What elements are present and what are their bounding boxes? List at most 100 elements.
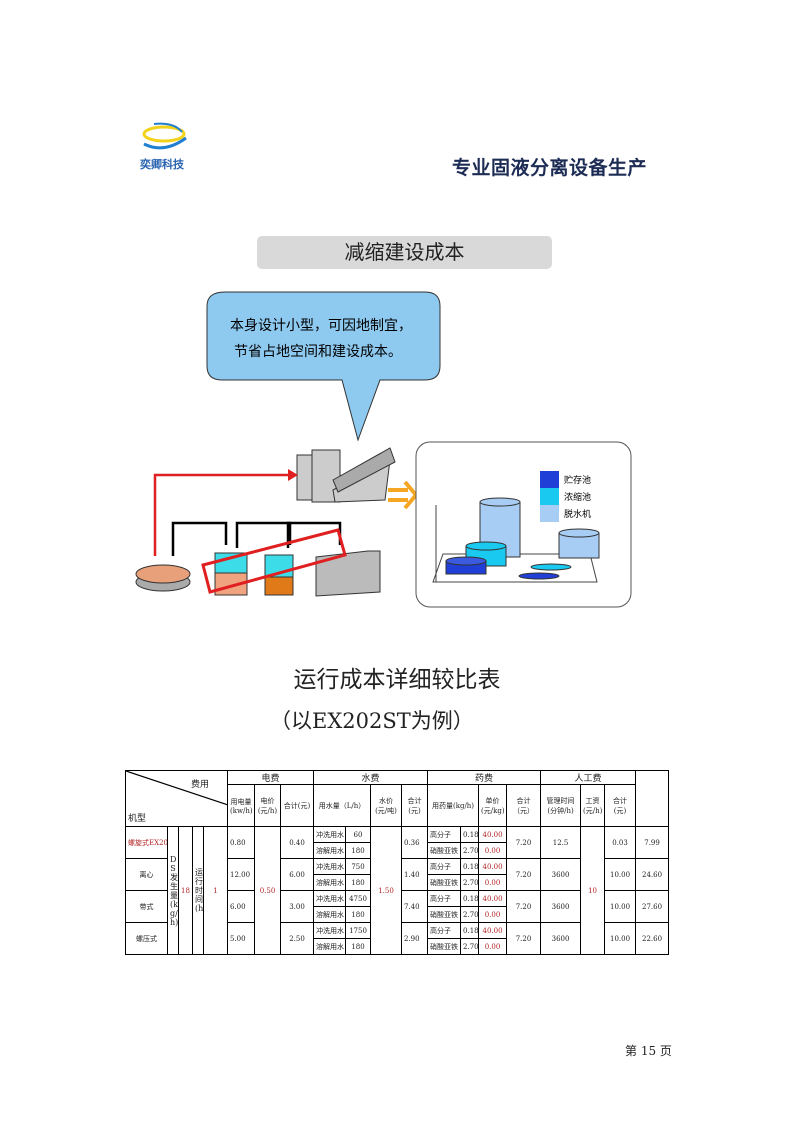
water-total: 0.36 — [400, 826, 429, 859]
legend-swatch-dewater — [540, 505, 559, 522]
company-logo-icon — [142, 122, 187, 150]
labor-total: 0.03 — [604, 826, 637, 859]
row-total: 27.60 — [635, 890, 670, 923]
chemical-amount: 2.70 — [460, 874, 480, 891]
logo-text: 奕卿科技 — [140, 158, 184, 171]
machine-name: 螺旋式EX202 — [125, 826, 168, 859]
chemical-amount: 0.18 — [460, 826, 480, 843]
power-price: 0.50 — [254, 826, 281, 955]
table-row: 螺旋式EX202DS发生量(kg/h)18运行时间(h)10.800.500.4… — [125, 826, 670, 955]
page-number: 第 15 页 — [625, 1044, 672, 1058]
ds-amount-label: DS发生量(kg/h) — [167, 826, 179, 955]
labor-total: 10.00 — [604, 858, 637, 891]
water-total: 1.40 — [400, 858, 429, 891]
chemical-name: 硝酸亚铁 — [427, 906, 462, 923]
chemical-total: 7.20 — [506, 890, 542, 923]
management-time: 3600 — [540, 858, 582, 891]
water-type: 溶解用水 — [313, 938, 346, 955]
wage: 10 — [580, 826, 606, 955]
group-header-water: 水费 — [312, 769, 429, 786]
group-header-labor: 人工费 — [540, 769, 637, 786]
runtime-value: 1 — [203, 826, 228, 955]
management-time: 12.5 — [540, 826, 582, 859]
total-header — [635, 770, 670, 827]
bubble-line-1: 本身设计小型，可因地制宜， — [230, 318, 412, 334]
power-use: 12.00 — [227, 858, 255, 891]
bubble-line-2: 节省占地空间和建设成本。 — [234, 344, 402, 360]
chemical-amount: 2.70 — [460, 938, 480, 955]
water-total: 7.40 — [400, 890, 429, 923]
water-type: 冲洗用水 — [313, 826, 346, 843]
chemical-price: 40.00 — [478, 890, 508, 907]
legend-swatch-thickener — [540, 488, 559, 505]
water-type: 冲洗用水 — [313, 890, 346, 907]
management-time: 3600 — [540, 890, 582, 923]
ds-amount-value: 18 — [178, 826, 193, 955]
chemical-amount: 0.18 — [460, 858, 480, 875]
water-amount: 4750 — [345, 890, 371, 907]
speech-bubble — [206, 291, 441, 442]
chemical-price: 0.00 — [478, 842, 508, 859]
water-amount: 750 — [345, 858, 371, 875]
chemical-price: 40.00 — [478, 858, 508, 875]
header-chem-use: 用药量(kg/h) — [427, 784, 480, 827]
header-water-price: 水价(元/吨) — [370, 784, 402, 827]
runtime-label: 运行时间(h) — [192, 826, 204, 955]
chemical-total: 7.20 — [506, 826, 542, 859]
chemical-amount: 0.18 — [460, 922, 480, 939]
water-amount: 180 — [345, 842, 371, 859]
table-corner-header: 费用机型 — [125, 770, 228, 827]
header-water-use: 用水量（L/h） — [313, 784, 371, 827]
group-header-chemical: 药费 — [427, 769, 542, 786]
chemical-price: 40.00 — [478, 826, 508, 843]
water-amount: 1750 — [345, 922, 371, 939]
header-water-total: 合计(元) — [400, 784, 429, 827]
power-use: 0.80 — [227, 826, 255, 859]
process-diagram: 本身设计小型，可因地制宜， 节省占地空间和建设成本。 — [135, 291, 632, 608]
legend-dewater: 脱水机 — [564, 508, 591, 520]
chemical-amount: 2.70 — [460, 906, 480, 923]
water-amount: 180 — [345, 874, 371, 891]
chemical-name: 高分子 — [427, 890, 462, 907]
water-amount: 180 — [345, 938, 371, 955]
chemical-price: 0.00 — [478, 906, 508, 923]
orange-arrow-icon — [388, 480, 419, 510]
management-time: 3600 — [540, 922, 582, 955]
water-amount: 60 — [345, 826, 371, 843]
header-chem-price: 单价(元/kg) — [478, 784, 508, 827]
chemical-name: 硝酸亚铁 — [427, 874, 462, 891]
chemical-price: 0.00 — [478, 938, 508, 955]
water-total: 2.90 — [400, 922, 429, 955]
water-type: 冲洗用水 — [313, 858, 346, 875]
chemical-amount: 2.70 — [460, 842, 480, 859]
red-flow-arrow — [153, 473, 290, 556]
power-total: 6.00 — [280, 858, 314, 891]
chemical-name: 高分子 — [427, 858, 462, 875]
water-type: 溶解用水 — [313, 874, 346, 891]
table-title: 运行成本详细较比表 — [293, 667, 501, 693]
chemical-name: 硝酸亚铁 — [427, 938, 462, 955]
row-total: 7.99 — [635, 826, 670, 859]
header-labor-total: 合计(元) — [604, 784, 637, 827]
header-chem-total: 合计（元） — [506, 784, 542, 827]
legend-thickener: 浓缩池 — [564, 491, 591, 503]
chemical-total: 7.20 — [506, 858, 542, 891]
machine-name: 螺压式 — [125, 922, 168, 955]
water-type: 溶解用水 — [313, 906, 346, 923]
power-total: 0.40 — [280, 826, 314, 859]
header-slogan: 专业固液分离设备生产 — [452, 157, 648, 179]
power-use: 5.00 — [227, 922, 255, 955]
labor-total: 10.00 — [604, 922, 637, 955]
chemical-name: 硝酸亚铁 — [427, 842, 462, 859]
water-type: 冲洗用水 — [313, 922, 346, 939]
row-total: 24.60 — [635, 858, 670, 891]
machine-name: 离心 — [125, 858, 168, 891]
power-use: 6.00 — [227, 890, 255, 923]
water-amount: 180 — [345, 906, 371, 923]
dewatering-machine-icon — [296, 447, 396, 503]
